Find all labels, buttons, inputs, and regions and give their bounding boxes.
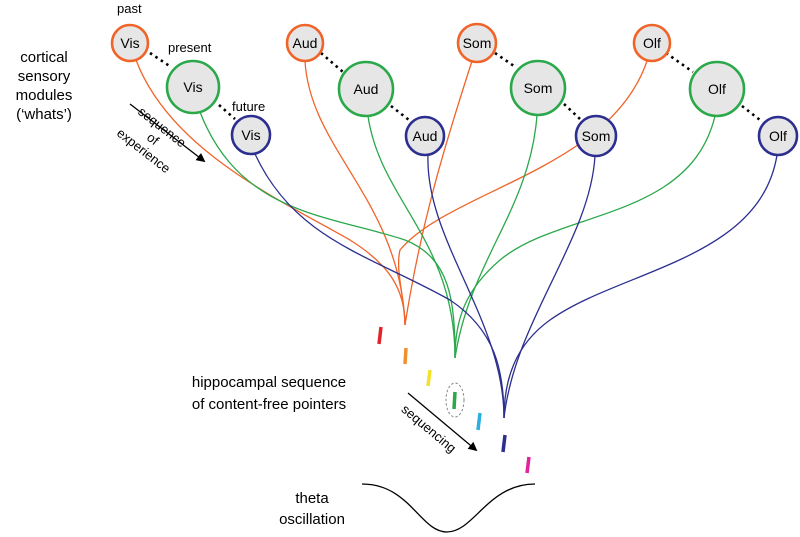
vis-present-label: Vis [183, 79, 202, 95]
cortical-label-line-2: sensory [18, 68, 71, 85]
som-past-circle [456, 22, 498, 64]
cortical-label-line-4: (‘whats’) [16, 106, 72, 123]
olf-present-future-link [741, 104, 761, 122]
olf-past-node: Olf [632, 23, 672, 63]
pointer-navy [501, 434, 507, 453]
olf-present-node: Olf [688, 60, 746, 118]
vis-past-present-link [149, 51, 172, 69]
temporal-links [149, 51, 761, 122]
aud-present-circle [337, 60, 395, 118]
vis-future-node: Vis [230, 114, 272, 156]
theta-label: theta oscillation [279, 490, 345, 528]
vis-past-node: Vis [110, 23, 150, 63]
vis-past-label: Vis [120, 35, 139, 51]
fiber-vis-past [135, 59, 406, 326]
olf-past-present-link [665, 51, 694, 74]
fiber-aud-future [427, 154, 505, 419]
olf-past-circle [632, 23, 672, 63]
sequencing-arrow [407, 392, 478, 452]
vis-future-circle [230, 114, 272, 156]
som-present-circle [509, 59, 567, 117]
fiber-aud-present [367, 115, 456, 359]
vis-past-circle [110, 23, 150, 63]
olf-future-node: Olf [757, 115, 799, 157]
fiber-vis-future [254, 153, 505, 419]
theta-label-line-2: oscillation [279, 511, 345, 528]
theta-oscillation-curve [361, 483, 536, 533]
fiber-aud-past [304, 60, 406, 326]
som-past-label: Som [463, 35, 492, 51]
som-future-label: Som [582, 128, 611, 144]
hippocampal-label: hippocampal sequence of content-free poi… [192, 374, 346, 413]
olf-present-circle [688, 60, 746, 118]
past-label: past [117, 1, 142, 16]
olf-future-label: Olf [769, 128, 787, 144]
aud-present-label: Aud [354, 81, 379, 97]
fiber-vis-present [199, 111, 456, 359]
sequence-of-experience-label: sequence of experience [114, 104, 189, 176]
aud-present-node: Aud [337, 60, 395, 118]
hippo-label-line-1: hippocampal sequence [192, 374, 346, 391]
olf-future-circle [757, 115, 799, 157]
som-past-present-link [494, 51, 515, 68]
som-present-node: Som [509, 59, 567, 117]
cortical-module-nodes: Vis Vis Vis Aud Aud Aud Som [110, 22, 799, 158]
vis-present-circle [165, 59, 221, 115]
som-future-circle [574, 114, 618, 158]
aud-future-node: Aud [404, 115, 446, 157]
som-past-node: Som [456, 22, 498, 64]
present-label: present [168, 40, 212, 55]
pointer-yellow [426, 369, 432, 387]
pointer-red [377, 326, 383, 345]
som-present-future-link [563, 103, 581, 120]
aud-future-circle [404, 115, 446, 157]
fiber-som-present [454, 114, 538, 359]
pointer-green [452, 391, 457, 410]
cortical-modules-label: cortical sensory modules (‘whats’) [16, 49, 73, 123]
fiber-olf-present [454, 115, 716, 359]
hippo-label-line-2: of content-free pointers [192, 396, 346, 413]
pointer-magenta [525, 456, 531, 474]
cortical-label-line-3: modules [16, 87, 73, 104]
hippocampal-pointers [377, 326, 531, 474]
aud-past-present-link [320, 52, 344, 73]
aud-past-label: Aud [293, 35, 318, 51]
pointer-orange [403, 347, 408, 365]
aud-future-label: Aud [413, 128, 438, 144]
fiber-som-past [404, 60, 473, 326]
future-label: future [232, 99, 265, 114]
aud-present-future-link [390, 104, 410, 122]
fiber-olf-future [503, 154, 778, 419]
fiber-som-future [503, 155, 596, 419]
vis-present-node: Vis [165, 59, 221, 115]
vis-future-label: Vis [241, 127, 260, 143]
olf-present-label: Olf [708, 81, 726, 97]
som-present-label: Som [524, 80, 553, 96]
olf-past-label: Olf [643, 35, 661, 51]
cortical-label-line-1: cortical [20, 49, 68, 66]
som-future-node: Som [574, 114, 618, 158]
aud-past-circle [285, 23, 325, 63]
pointer-cyan [476, 412, 482, 431]
sequence-of-experience-arrow [129, 103, 206, 163]
aud-past-node: Aud [285, 23, 325, 63]
theta-label-line-1: theta [295, 490, 329, 507]
present-pointer-highlight [445, 382, 465, 418]
